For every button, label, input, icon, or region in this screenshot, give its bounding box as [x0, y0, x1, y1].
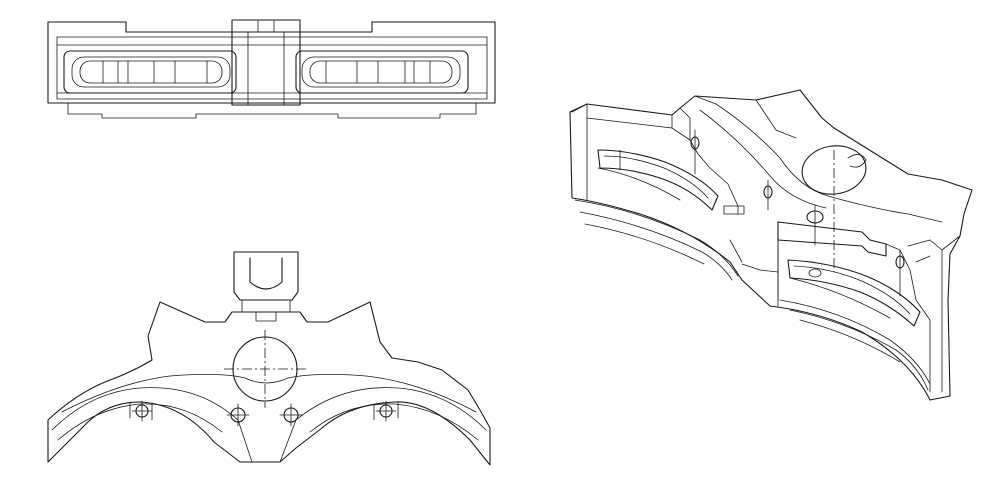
- isometric-view-top-surface: [694, 95, 943, 223]
- front-view-hole-4: [375, 400, 397, 422]
- front-view: [47, 251, 491, 466]
- isometric-view-right-face: [929, 235, 961, 393]
- isometric-view-right-pocket: [787, 259, 921, 327]
- isometric-view-hole-2: [763, 179, 773, 211]
- top-view-base-step: [67, 102, 477, 119]
- isometric-view-top-bore: [801, 145, 867, 272]
- top-view-inner-plate: [56, 36, 488, 100]
- isometric-view-hole-3: [806, 204, 824, 246]
- front-view-body-outline: [47, 301, 491, 466]
- front-view-arc-band-1: [51, 387, 239, 431]
- front-view-arc-band-2: [57, 403, 223, 441]
- isometric-view: [569, 89, 973, 401]
- top-view-center-boss: [231, 31, 301, 106]
- isometric-view-outline: [569, 89, 973, 401]
- front-view-hole-1: [131, 400, 153, 422]
- isometric-view-hole-4: [895, 249, 905, 297]
- isometric-view-center-block: [777, 221, 887, 307]
- front-view-hole-3: [279, 403, 303, 427]
- top-view-left-slot: [63, 50, 237, 94]
- front-view-clevis-tab: [233, 251, 299, 322]
- top-view: [47, 19, 496, 119]
- isometric-view-left-pocket: [597, 149, 719, 211]
- isometric-view-hole-1: [690, 129, 700, 175]
- front-view-shelf-line: [61, 374, 477, 413]
- front-view-center-bore: [224, 330, 306, 408]
- front-view-hole-2: [226, 403, 250, 427]
- isometric-view-left-face: [571, 103, 588, 201]
- top-view-right-slot: [295, 50, 469, 94]
